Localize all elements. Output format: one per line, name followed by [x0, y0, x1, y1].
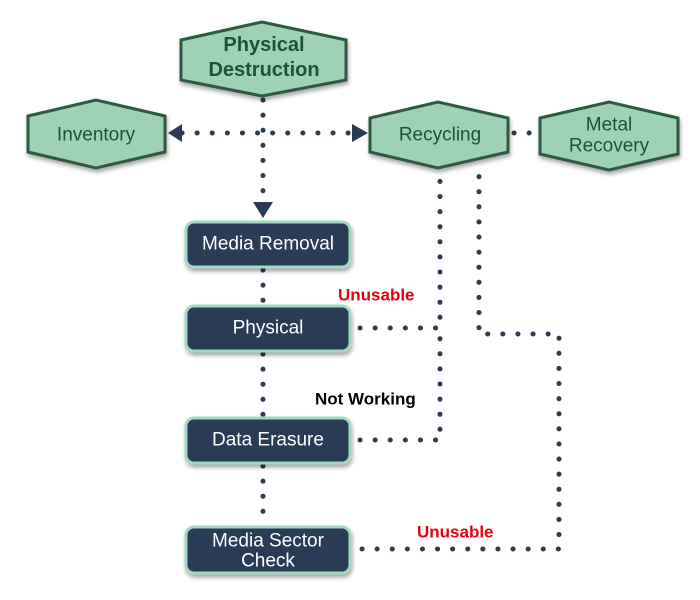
- hexagon-shape: [368, 100, 510, 170]
- connector-erasure-to-recycling: [357, 325, 443, 443]
- hexagon-shape: [179, 20, 348, 98]
- edge-label-not-working: Not Working: [315, 390, 416, 409]
- node-media-removal-label: Media Removal: [202, 234, 334, 255]
- box-shape: [184, 416, 352, 465]
- box-shape: [184, 304, 352, 353]
- arrow-down-icon: [253, 202, 273, 218]
- node-data-erasure[interactable]: [184, 416, 352, 465]
- node-physical-destruction-line1: Physical: [223, 34, 304, 56]
- node-media-sector-check-line2: Check: [241, 551, 295, 572]
- node-physical-destruction-line2: Destruction: [208, 59, 319, 81]
- node-physical-label: Physical: [233, 318, 304, 339]
- connectors: [179, 97, 562, 552]
- node-recycling-label: Recycling: [399, 125, 481, 146]
- box-shape: [184, 525, 352, 575]
- hexagon-shape: [26, 98, 167, 170]
- arrow-left-icon: [168, 124, 182, 142]
- arrow-right-icon: [352, 124, 368, 142]
- connector-sector-check-to-recycling: [359, 169, 562, 552]
- node-physical-destruction[interactable]: [179, 20, 348, 98]
- node-metal-recovery-line2: Recovery: [569, 136, 650, 157]
- node-metal-recovery-line1: Metal: [586, 115, 632, 136]
- node-media-sector-check[interactable]: [184, 525, 352, 575]
- connector-physical-to-recycling: [357, 173, 443, 331]
- node-inventory[interactable]: [26, 98, 167, 170]
- hexagon-shape: [538, 100, 680, 172]
- edge-label-unusable-sector: Unusable: [417, 523, 494, 542]
- node-media-sector-check-line1: Media Sector: [212, 531, 325, 552]
- node-data-erasure-label: Data Erasure: [212, 430, 324, 451]
- node-media-removal[interactable]: [184, 220, 352, 269]
- node-physical[interactable]: [184, 304, 352, 353]
- node-metal-recovery[interactable]: [538, 100, 680, 172]
- node-recycling[interactable]: [368, 100, 510, 170]
- edge-label-unusable-physical: Unusable: [338, 286, 415, 305]
- node-inventory-label: Inventory: [57, 125, 136, 146]
- box-shape: [184, 220, 352, 269]
